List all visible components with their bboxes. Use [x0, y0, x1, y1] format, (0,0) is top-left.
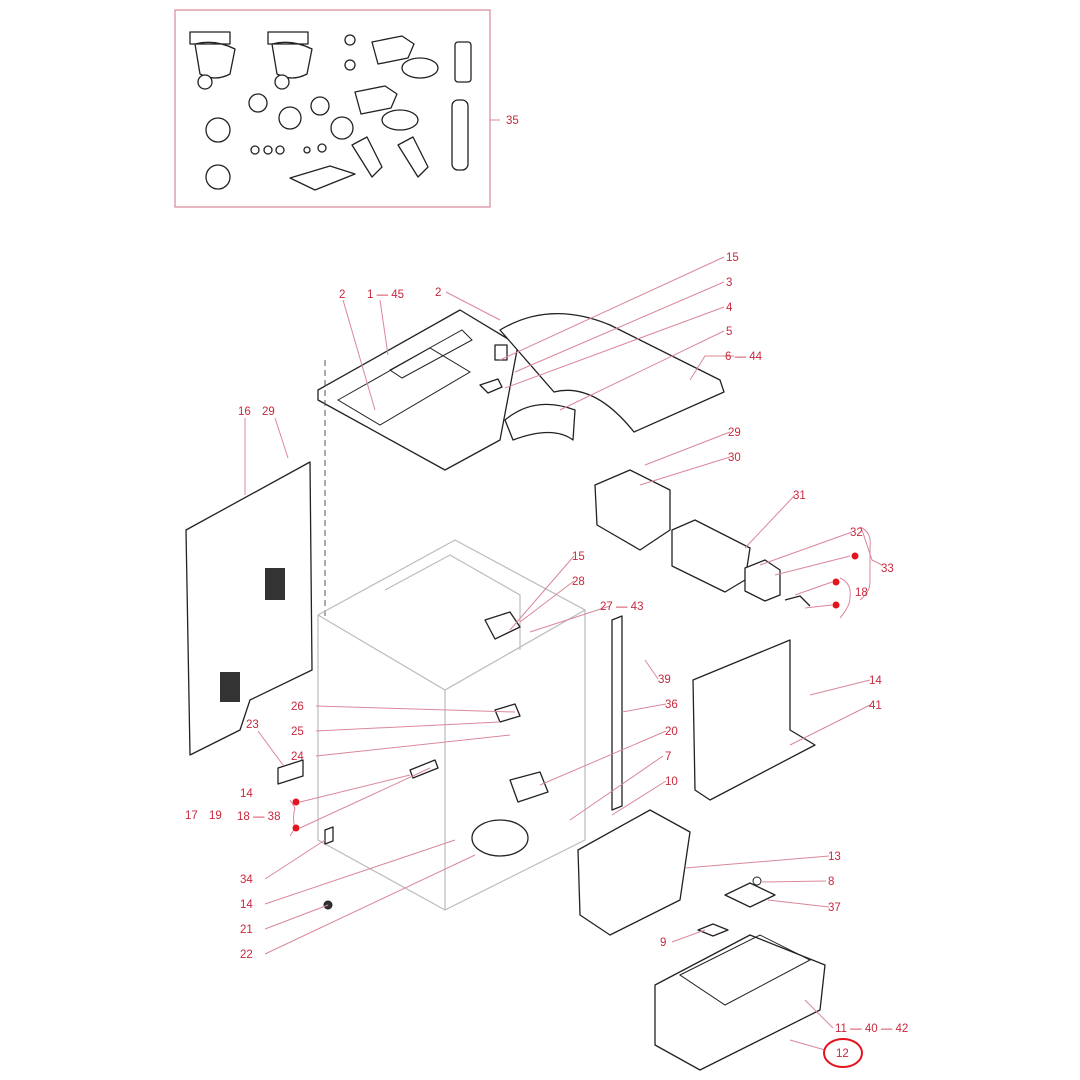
callout-13: 13	[828, 851, 841, 863]
highlight-dot	[832, 601, 840, 609]
callout-21: 21	[240, 924, 253, 936]
callout-37: 37	[828, 902, 841, 914]
callout-36: 36	[665, 699, 678, 711]
callout-2: 2	[435, 287, 441, 299]
callout-41: 41	[869, 700, 882, 712]
callout-29: 29	[262, 406, 275, 418]
highlight-dot	[292, 798, 300, 806]
leader-lines	[244, 256, 883, 1051]
callout-39: 39	[658, 674, 671, 686]
side-panel	[185, 461, 313, 756]
callout-4: 4	[726, 302, 733, 314]
callout-35: 35	[506, 115, 519, 127]
highlight-dot	[832, 578, 840, 586]
callout-10: 10	[665, 776, 678, 788]
callout-19: 19	[209, 810, 222, 822]
callout-32: 32	[850, 527, 863, 539]
callout-5: 5	[726, 326, 732, 338]
callout-30: 30	[728, 452, 741, 464]
callout-18: 18	[855, 587, 868, 599]
callout-31: 31	[793, 490, 806, 502]
callout-26: 26	[291, 701, 304, 713]
callout-28: 28	[572, 576, 585, 588]
highlight-dot	[292, 824, 300, 832]
callout-34: 34	[240, 874, 253, 886]
callout-18-38: 18 — 38	[237, 811, 280, 823]
highlight-dots	[292, 552, 859, 832]
callout-7: 7	[665, 751, 671, 763]
callout-labels: 35 2 1 — 45 2 15 3 4 5 6 — 44 16 29 29 3…	[185, 115, 908, 1068]
callout-25: 25	[291, 726, 304, 738]
callout-14: 14	[240, 788, 253, 800]
callout-17: 17	[185, 810, 198, 822]
callout-14: 14	[240, 899, 253, 911]
cabinet-frame	[277, 539, 623, 911]
callout-23: 23	[246, 719, 259, 731]
right-components	[577, 469, 826, 1071]
top-lid-assembly	[317, 309, 725, 620]
callout-33: 33	[881, 563, 894, 575]
callout-3: 3	[726, 277, 732, 289]
callout-14: 14	[869, 675, 882, 687]
callout-1-45: 1 — 45	[367, 289, 404, 301]
callout-8: 8	[828, 876, 834, 888]
callout-6-44: 6 — 44	[725, 351, 763, 363]
callout-2: 2	[339, 289, 345, 301]
callout-27-43: 27 — 43	[600, 601, 643, 613]
highlight-dot	[851, 552, 859, 560]
callout-15: 15	[572, 551, 585, 563]
callout-12: 12	[836, 1048, 849, 1060]
highlight-circle-12	[823, 1038, 863, 1068]
callout-29: 29	[728, 427, 741, 439]
callout-20: 20	[665, 726, 678, 738]
callout-22: 22	[240, 949, 253, 961]
callout-16: 16	[238, 406, 251, 418]
callout-24: 24	[291, 751, 304, 763]
spare-kit-inset	[174, 9, 500, 208]
callout-11-40-42: 11 — 40 — 42	[835, 1023, 908, 1035]
callout-9: 9	[660, 937, 666, 949]
callout-15: 15	[726, 252, 739, 264]
